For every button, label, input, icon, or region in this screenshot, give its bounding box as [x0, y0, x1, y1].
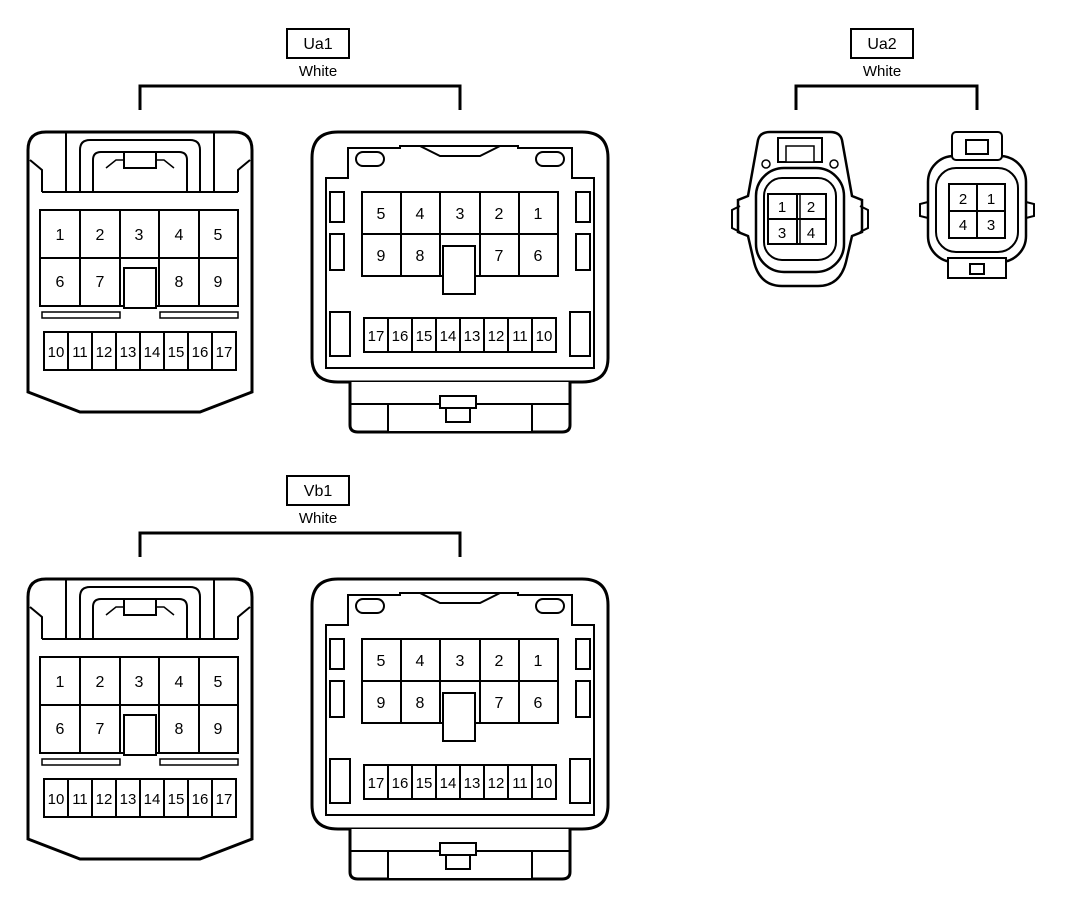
- pin-number: 17: [368, 775, 385, 792]
- pin-number: 3: [987, 217, 995, 234]
- pin-number: 8: [175, 274, 184, 291]
- pin-number: 2: [959, 191, 967, 208]
- pin-number: 12: [488, 328, 505, 345]
- pin-number: 7: [96, 274, 105, 291]
- pin-number: 2: [96, 227, 105, 244]
- connector-color-label: White: [299, 510, 337, 527]
- connector-ua2-female: 1 2 3 4: [731, 130, 869, 288]
- pin-number: 6: [56, 721, 65, 738]
- pin-number: 16: [392, 775, 409, 792]
- pin-number: 9: [377, 695, 386, 712]
- pin-number: 11: [512, 775, 528, 792]
- pin-number: 12: [96, 791, 113, 808]
- pin-number: 2: [96, 674, 105, 691]
- pin-number: 13: [464, 328, 481, 345]
- pin-number: 14: [440, 775, 457, 792]
- pin-number: 13: [464, 775, 481, 792]
- pin-number: 14: [144, 344, 161, 361]
- pin-number: 6: [56, 274, 65, 291]
- pin-number: 7: [495, 248, 504, 265]
- pin-number: 2: [807, 199, 815, 216]
- pin-number: 15: [416, 775, 433, 792]
- pin-number: 12: [96, 344, 113, 361]
- pin-number: 3: [778, 225, 786, 242]
- pin-number: 5: [377, 653, 386, 670]
- pin-number: 2: [495, 206, 504, 223]
- pin-number: 1: [778, 199, 786, 216]
- pin-number: 3: [456, 653, 465, 670]
- pin-number: 16: [392, 328, 409, 345]
- pin-number: 11: [72, 791, 88, 808]
- pin-number: 3: [135, 674, 144, 691]
- pin-number: 8: [416, 248, 425, 265]
- pin-number: 13: [120, 791, 137, 808]
- connector-header-ua2: Ua2 White: [794, 28, 979, 110]
- pin-number: 1: [56, 674, 65, 691]
- bracket-line: [794, 84, 979, 110]
- pin-number: 10: [536, 775, 553, 792]
- pin-number: 5: [377, 206, 386, 223]
- connector-id-label: Ua1: [303, 36, 332, 53]
- pin-number: 9: [214, 721, 223, 738]
- pin-number: 4: [807, 225, 815, 242]
- pin-number: 16: [192, 791, 209, 808]
- pin-number: 8: [416, 695, 425, 712]
- connector-color-label: White: [299, 63, 337, 80]
- pin-number: 14: [144, 791, 161, 808]
- pin-number: 16: [192, 344, 209, 361]
- pin-number: 10: [536, 328, 553, 345]
- pin-number: 1: [987, 191, 995, 208]
- pin-number: 3: [135, 227, 144, 244]
- pin-number: 7: [96, 721, 105, 738]
- pin-number: 12: [488, 775, 505, 792]
- pin-number: 4: [416, 206, 425, 223]
- pin-number: 3: [456, 206, 465, 223]
- pin-number: 15: [168, 791, 185, 808]
- pin-number: 7: [495, 695, 504, 712]
- connector-id-label: Vb1: [304, 483, 333, 500]
- bracket-line: [138, 531, 462, 557]
- pin-number: 6: [534, 695, 543, 712]
- pin-number: 9: [377, 248, 386, 265]
- pin-number: 6: [534, 248, 543, 265]
- pin-number: 14: [440, 328, 457, 345]
- pin-number: 5: [214, 227, 223, 244]
- pin-number: 10: [48, 791, 65, 808]
- pin-number: 13: [120, 344, 137, 361]
- pin-number: 5: [214, 674, 223, 691]
- pin-number: 4: [175, 227, 184, 244]
- connector-ua1-male: 5 4 3 2 1 9 8 7 6 17 16 15 14 13 12 11 10: [310, 130, 610, 434]
- pin-number: 4: [959, 217, 967, 234]
- connector-header-vb1: Vb1 White: [138, 475, 462, 557]
- pin-number: 15: [416, 328, 433, 345]
- pin-number: 2: [495, 653, 504, 670]
- connector-header-ua1: Ua1 White: [138, 28, 462, 110]
- connector-ua2-male: 2 1 4 3: [919, 131, 1035, 279]
- pin-number: 10: [48, 344, 65, 361]
- connector-color-label: White: [863, 63, 901, 80]
- pin-number: 1: [534, 206, 543, 223]
- pin-number: 4: [175, 674, 184, 691]
- pin-number: 11: [512, 328, 528, 345]
- pin-number: 9: [214, 274, 223, 291]
- pin-number: 4: [416, 653, 425, 670]
- pin-number: 8: [175, 721, 184, 738]
- connector-vb1-male: 5 4 3 2 1 9 8 7 6 17 16 15 14 13 12 11 10: [310, 577, 610, 881]
- pin-number: 17: [216, 344, 233, 361]
- pin-number: 1: [56, 227, 65, 244]
- pin-number: 17: [368, 328, 385, 345]
- pin-number: 17: [216, 791, 233, 808]
- bracket-line: [138, 84, 462, 110]
- pin-number: 1: [534, 653, 543, 670]
- pin-number: 11: [72, 344, 88, 361]
- connector-id-label: Ua2: [867, 36, 896, 53]
- pin-number: 15: [168, 344, 185, 361]
